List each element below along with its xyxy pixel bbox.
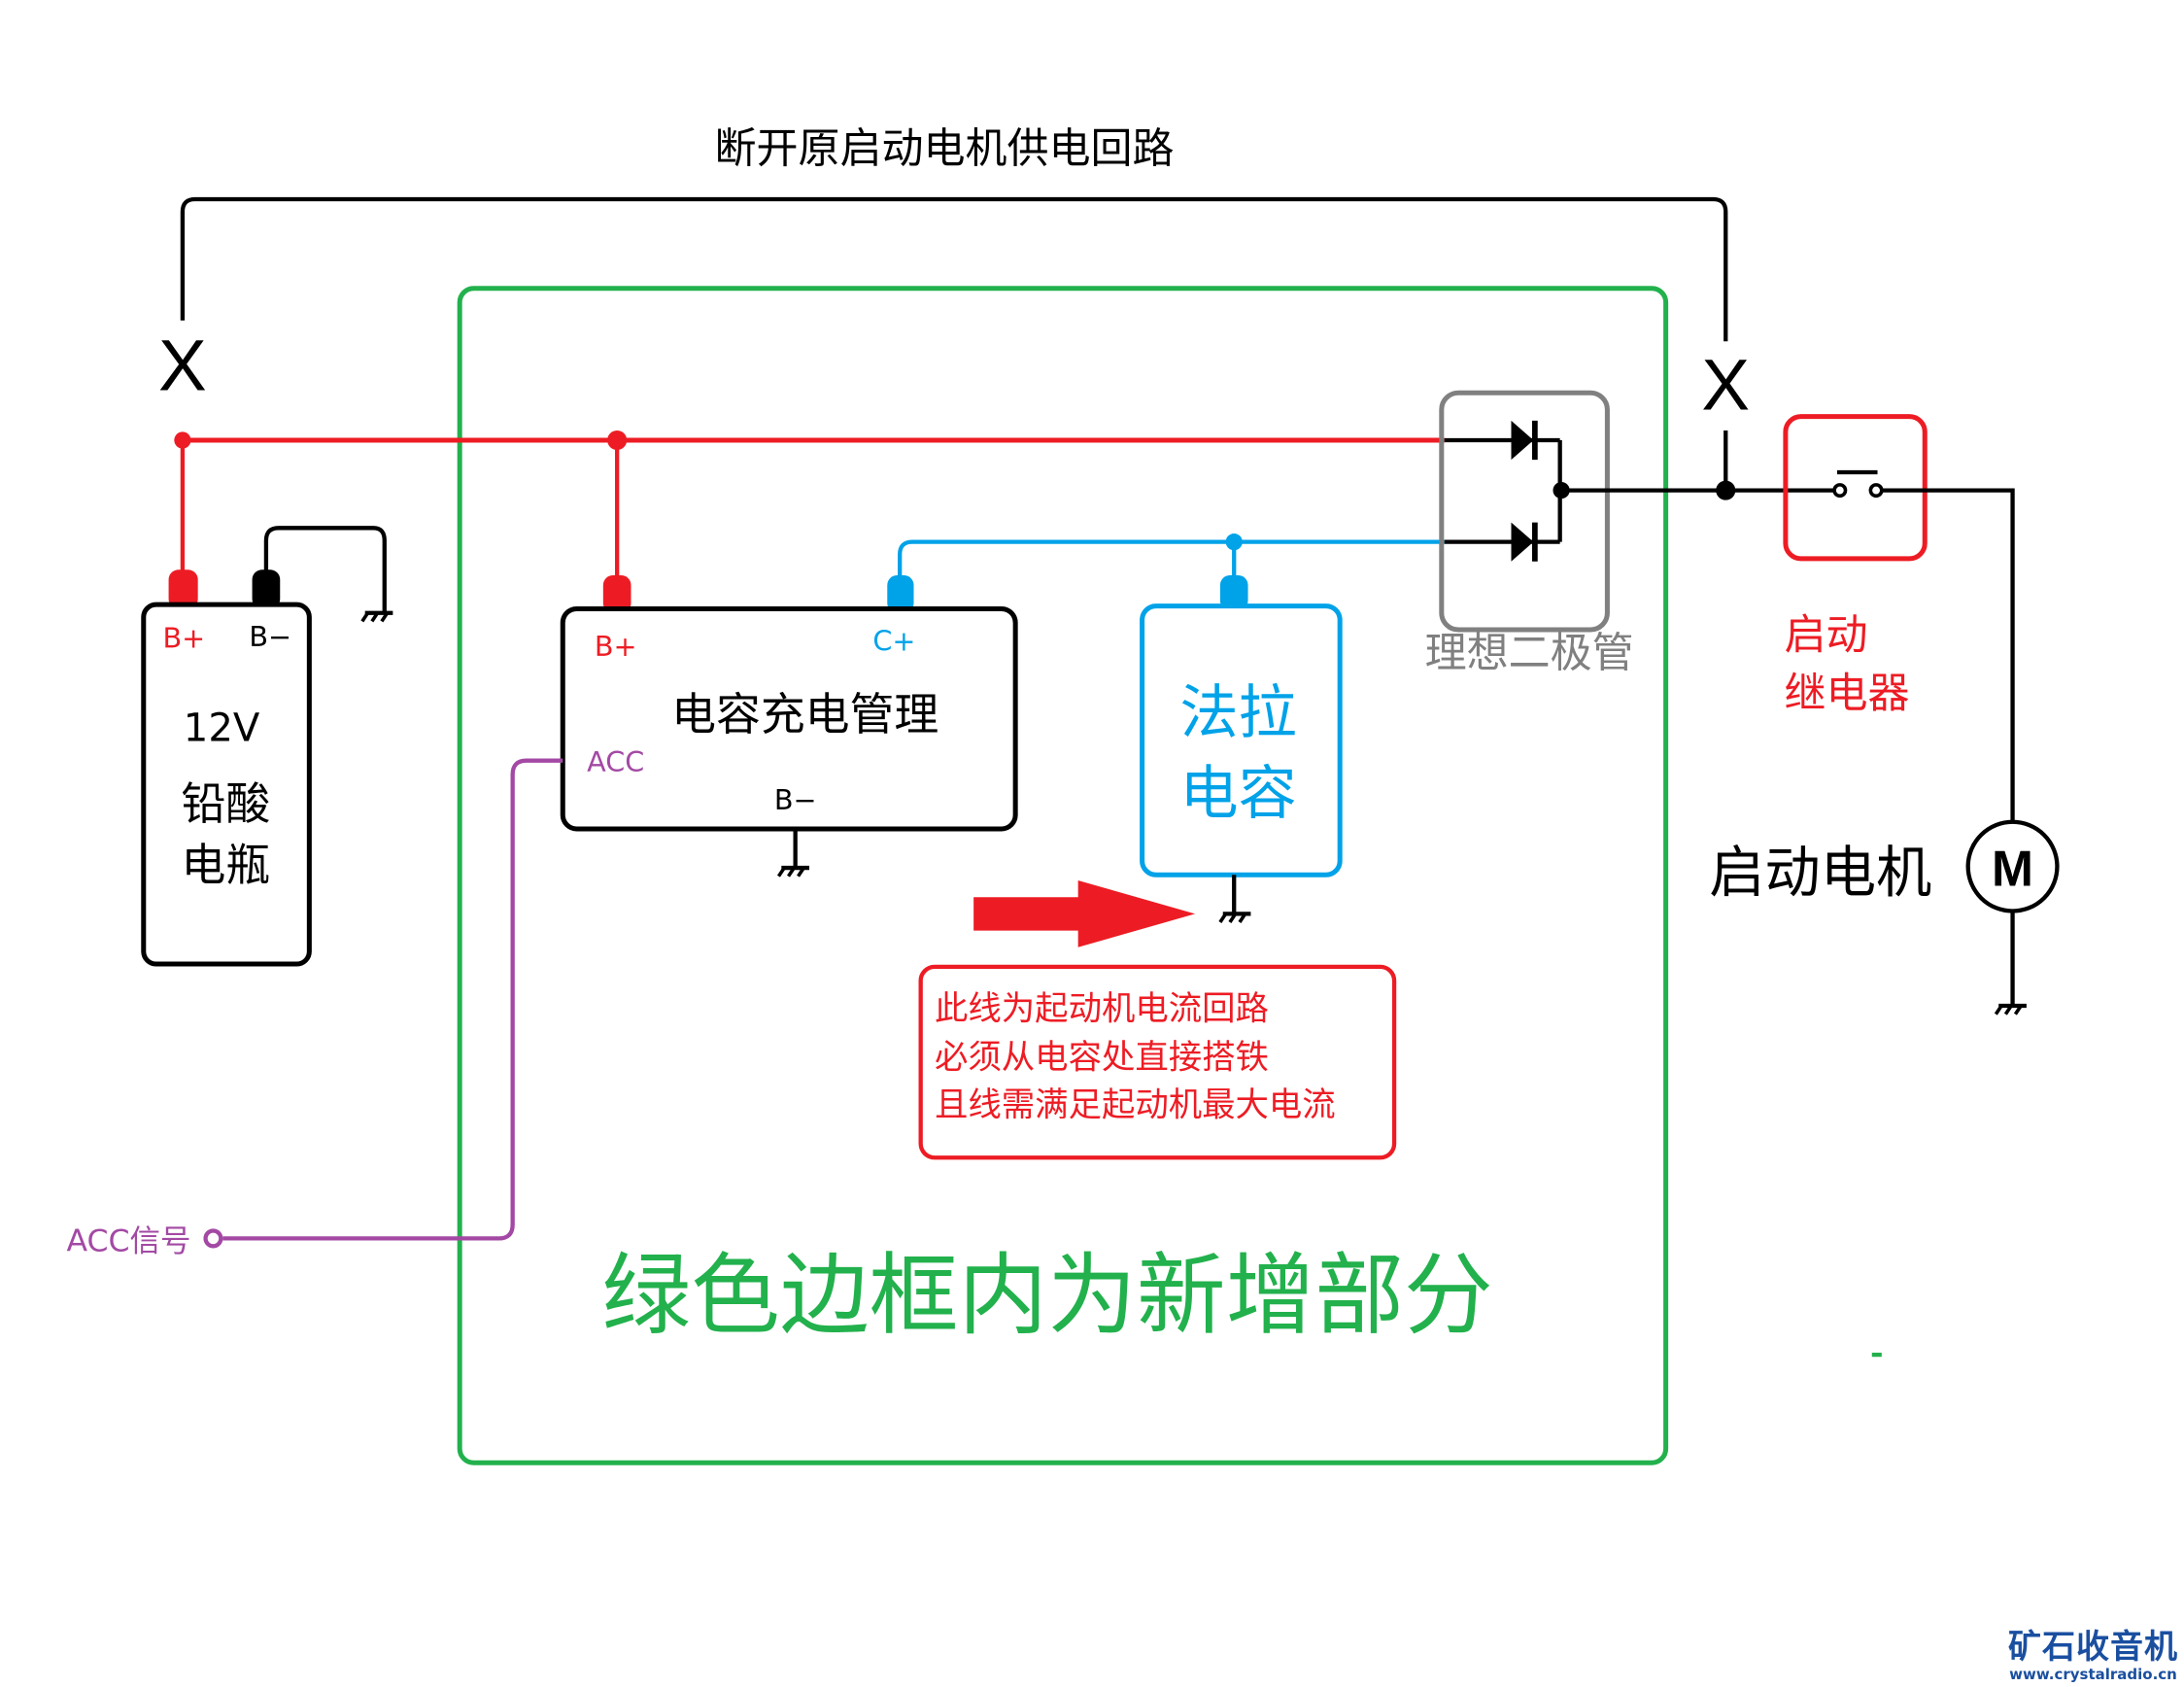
watermark-url: www.crystalradio.cn [2009,1666,2177,1683]
watermark-title: 矿石收音机 [2008,1628,2178,1667]
relay-label-line2: 继电器 [1784,670,1909,718]
motor-label: 启动电机 [1709,840,1931,905]
relay-contact-icon [1832,483,1848,499]
charger-cplus-label: C+ [872,624,915,657]
charger-bplus-label: B+ [595,630,637,663]
note-line: 且线需满足起动机最大电流 [935,1085,1336,1124]
acc-signal-wire [222,758,563,1241]
battery-neg-wire [263,526,387,613]
supercap-line1: 法拉 [1179,679,1296,747]
watermark: 矿石收音机 www.crystalradio.cn [2008,1629,2178,1683]
break-mark-left: X [158,325,207,405]
new-section-frame [457,286,1669,1465]
junction-dot [607,430,628,451]
diode-icon [1511,522,1534,562]
ground-icon [778,868,809,877]
ground-icon [1220,913,1251,922]
battery-pos-label: B+ [163,622,206,655]
charger-name: 电容充电管理 [671,688,938,740]
supercap-terminal [1219,575,1248,610]
battery-type-line1: 铅酸 [181,777,270,830]
junction-dot [1716,480,1736,500]
note-line: 必须从电容处直接搭铁 [935,1039,1269,1078]
charger-cplus-terminal [887,575,914,613]
motor-supply-wire [1881,488,2015,822]
stray-mark [1871,1352,1882,1358]
original-supply-wire [180,196,1728,342]
ideal-diode-label: 理想二极管 [1425,630,1634,678]
relay-box [1783,414,1928,562]
junction-dot [174,431,191,449]
new-section-label: 绿色边框内为新增部分 [601,1244,1492,1348]
note-box [918,964,1397,1160]
charger-acc-label: ACC [587,745,644,778]
relay-label-line1: 启动 [1784,611,1867,660]
battery-neg-label: B− [249,620,291,653]
battery-type-line2: 电瓶 [181,839,270,891]
ground-icon [1996,1006,2027,1015]
charger-bplus-terminal [602,575,631,613]
supercap-box [1140,603,1343,878]
ideal-diode-box [1439,390,1610,633]
arrow-icon [973,879,1196,947]
motor-symbol: M [1992,841,2033,897]
relay-contact-icon [1868,483,1884,499]
diode-icon [1511,420,1534,461]
acc-signal-label: ACC信号 [66,1223,190,1258]
supercap-line2: 电容 [1179,760,1296,828]
battery-voltage: 12V [184,706,260,751]
ground-icon [362,613,393,622]
charger-bminus-label: B− [774,783,817,816]
title-text: 断开原启动电机供电回路 [715,125,1175,174]
acc-input-terminal[interactable] [203,1228,223,1249]
break-mark-right: X [1701,344,1750,425]
battery-pos-terminal [168,569,198,609]
note-line: 此线为起动机电流回路 [935,989,1269,1028]
battery-box [141,602,312,967]
battery-neg-terminal [252,569,281,609]
charger-module-box [560,605,1018,832]
cplus-bus-wire [898,539,1445,586]
